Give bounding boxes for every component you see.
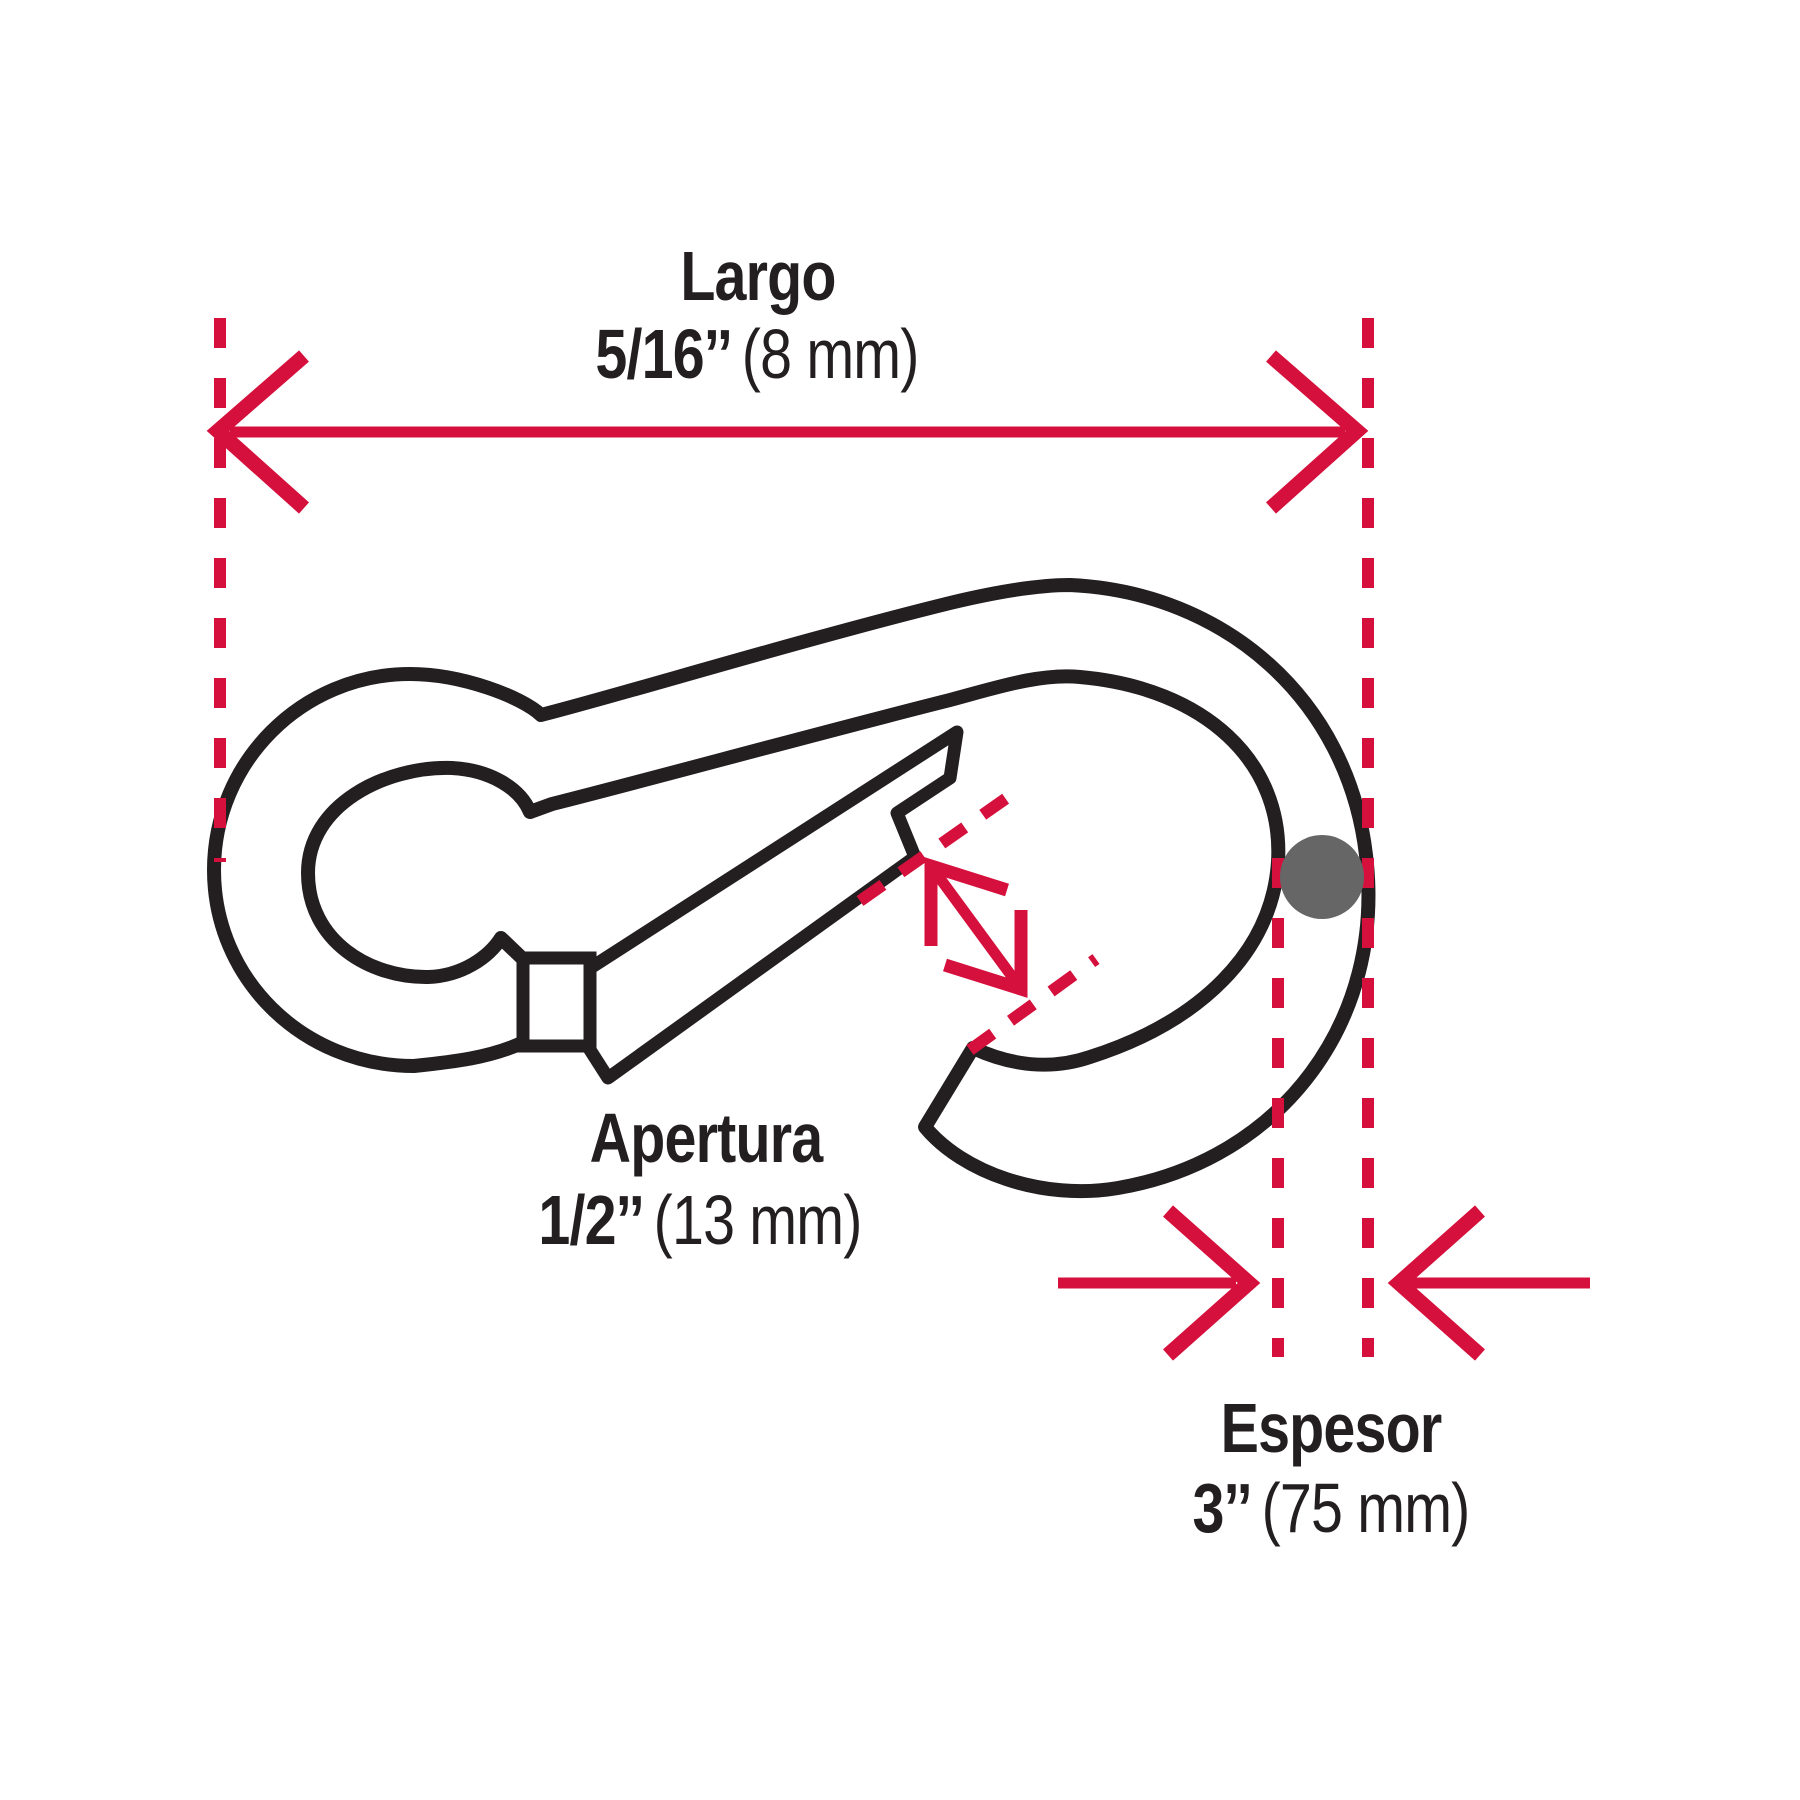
largo-arrowhead-right-icon: [1265, 350, 1369, 514]
largo-value: 5/16’’(8 mm): [445, 315, 1068, 393]
largo-arrowhead-left-icon: [206, 350, 310, 514]
gate-pivot-collar: [516, 951, 597, 1053]
espesor-label: Espesor: [1220, 1389, 1443, 1467]
apertura-arrowhead-lower-icon: [943, 910, 1028, 998]
apertura-label: Apertura: [589, 1099, 823, 1177]
espesor-value-metric: (75 mm): [1261, 1469, 1471, 1547]
largo-label: Largo: [680, 237, 836, 315]
espesor-value-inches: 3’’: [1192, 1469, 1252, 1547]
largo-value-inches: 5/16’’: [595, 315, 732, 393]
apertura-extension-line-upper: [856, 792, 1012, 906]
apertura-arrowhead-upper-icon: [924, 857, 1009, 946]
rivet-dot: [1280, 835, 1364, 919]
apertura-extension-line-lower: [966, 954, 1100, 1055]
apertura-dimension-arrow-shaft: [931, 869, 1021, 986]
apertura-value-inches: 1/2’’: [538, 1181, 644, 1259]
espesor-value: 3’’(75 mm): [1019, 1469, 1642, 1547]
espesor-arrowhead-pointing-left-icon: [1387, 1205, 1485, 1361]
largo-value-metric: (8 mm): [741, 315, 920, 393]
espesor-arrowhead-pointing-right-icon: [1163, 1205, 1261, 1361]
apertura-value-metric: (13 mm): [653, 1181, 863, 1259]
dimension-annotations: [206, 318, 1590, 1361]
carabiner-body-outline: [207, 578, 1376, 1199]
apertura-value: 1/2’’(13 mm): [388, 1181, 1011, 1259]
